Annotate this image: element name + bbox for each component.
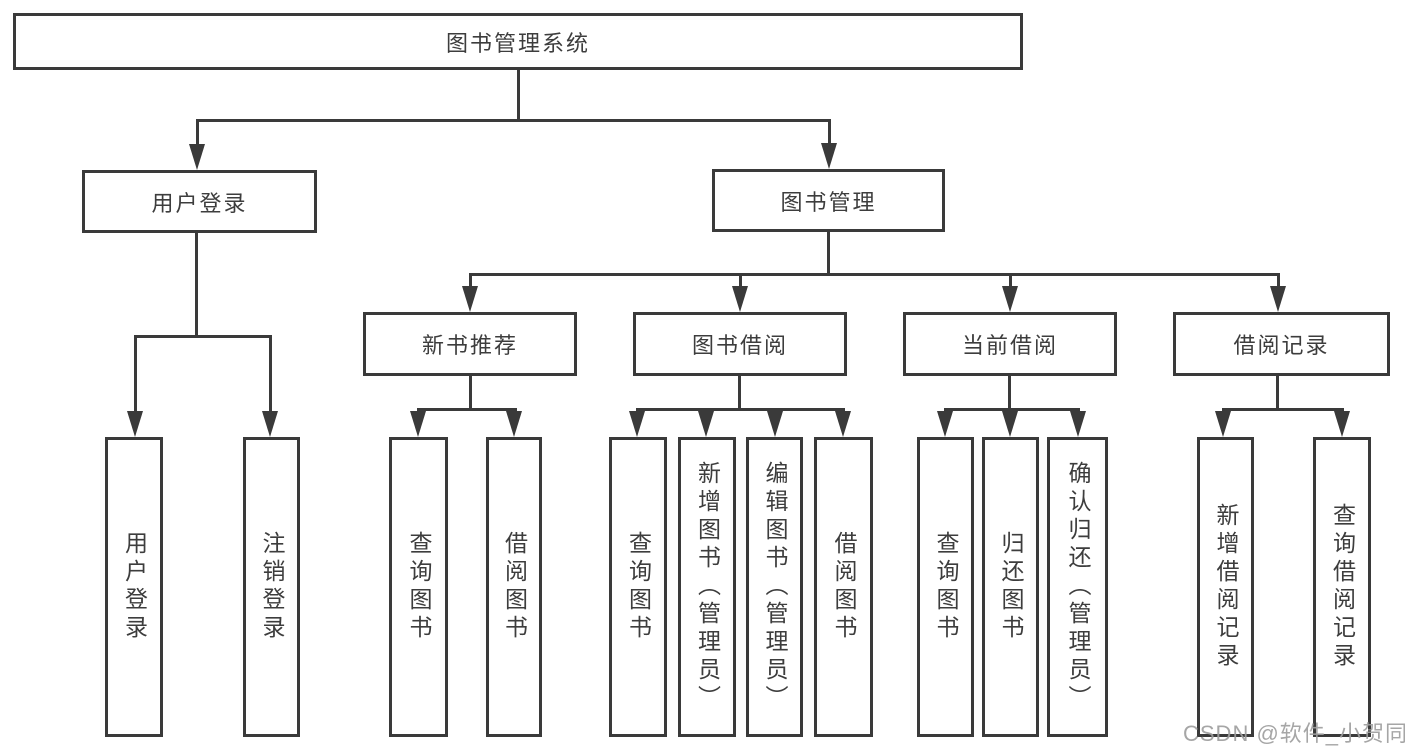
connector [827, 232, 830, 276]
connector [1009, 276, 1012, 290]
connector [636, 408, 845, 411]
arrow-down-icon [937, 411, 953, 437]
arrow-down-icon [127, 411, 143, 437]
node-label: 用户登录 [121, 531, 148, 643]
node-label: 新增图书（管理员） [694, 461, 721, 713]
node-library-management-system: 图书管理系统 [13, 13, 1023, 70]
node-label: 图书借阅 [691, 333, 788, 358]
arrow-down-icon [1270, 286, 1286, 312]
node-new-book-recommendation: 新书推荐 [363, 312, 577, 376]
connector [1276, 376, 1279, 411]
connector [134, 338, 137, 414]
node-label: 查询借阅记录 [1329, 503, 1356, 671]
arrow-down-icon [189, 144, 205, 170]
leaf-return-books: 归还图书 [982, 437, 1039, 737]
node-label: 新书推荐 [421, 333, 518, 358]
leaf-query-books-recommend: 查询图书 [389, 437, 448, 737]
arrow-down-icon [1070, 411, 1086, 437]
arrow-down-icon [732, 286, 748, 312]
connector [944, 408, 1080, 411]
leaf-query-books-current: 查询图书 [917, 437, 974, 737]
node-label: 确认归还（管理员） [1065, 461, 1091, 713]
node-label: 编辑图书（管理员） [762, 461, 788, 713]
node-book-borrowing: 图书借阅 [633, 312, 847, 376]
arrow-down-icon [835, 411, 851, 437]
leaf-add-borrowing-record: 新增借阅记录 [1197, 437, 1254, 737]
node-current-borrowing: 当前借阅 [903, 312, 1117, 376]
connector [469, 376, 472, 411]
connector [738, 376, 741, 411]
connector [417, 408, 517, 411]
arrow-down-icon [262, 411, 278, 437]
node-label: 图书管理系统 [445, 30, 590, 56]
node-label: 借阅图书 [501, 531, 528, 643]
node-label: 查询图书 [933, 531, 959, 643]
connector [517, 70, 520, 121]
node-borrowing-records: 借阅记录 [1173, 312, 1390, 376]
connector [739, 276, 742, 290]
arrow-down-icon [1002, 286, 1018, 312]
node-label: 注销登录 [259, 531, 285, 643]
arrow-down-icon [821, 143, 837, 169]
leaf-logout: 注销登录 [243, 437, 300, 737]
node-label: 当前借阅 [961, 333, 1058, 358]
connector [269, 338, 272, 414]
connector [1222, 408, 1344, 411]
connector [1277, 276, 1280, 290]
node-label: 归还图书 [998, 531, 1024, 643]
arrow-down-icon [506, 411, 522, 437]
arrow-down-icon [629, 411, 645, 437]
connector [196, 119, 831, 122]
leaf-confirm-return-admin: 确认归还（管理员） [1047, 437, 1108, 737]
connector [1008, 376, 1011, 411]
connector [828, 122, 831, 148]
node-user-login-branch: 用户登录 [82, 170, 317, 233]
node-label: 借阅图书 [831, 531, 857, 643]
node-label: 查询图书 [406, 531, 432, 643]
node-label: 图书管理 [780, 189, 877, 215]
leaf-query-books-borrowing: 查询图书 [609, 437, 667, 737]
arrow-down-icon [767, 411, 783, 437]
connector [195, 232, 198, 338]
arrow-down-icon [698, 411, 714, 437]
arrow-down-icon [1002, 411, 1018, 437]
leaf-borrow-books-borrowing: 借阅图书 [814, 437, 873, 737]
leaf-edit-book-admin: 编辑图书（管理员） [746, 437, 803, 737]
connector [469, 273, 1280, 276]
connector [134, 335, 272, 338]
arrow-down-icon [410, 411, 426, 437]
arrow-down-icon [462, 286, 478, 312]
csdn-watermark: CSDN @软件_小贺同学 [1183, 721, 1405, 746]
connector [469, 276, 472, 290]
leaf-query-borrowing-record: 查询借阅记录 [1313, 437, 1371, 737]
leaf-add-book-admin: 新增图书（管理员） [678, 437, 736, 737]
node-label: 用户登录 [151, 190, 248, 216]
node-book-management-branch: 图书管理 [712, 169, 945, 232]
leaf-user-login: 用户登录 [105, 437, 163, 737]
node-label: 查询图书 [625, 531, 652, 643]
node-label: 借阅记录 [1233, 333, 1330, 358]
arrow-down-icon [1215, 411, 1231, 437]
node-label: 新增借阅记录 [1213, 503, 1239, 671]
leaf-borrow-books-recommend: 借阅图书 [486, 437, 542, 737]
connector [196, 122, 199, 148]
arrow-down-icon [1334, 411, 1350, 437]
